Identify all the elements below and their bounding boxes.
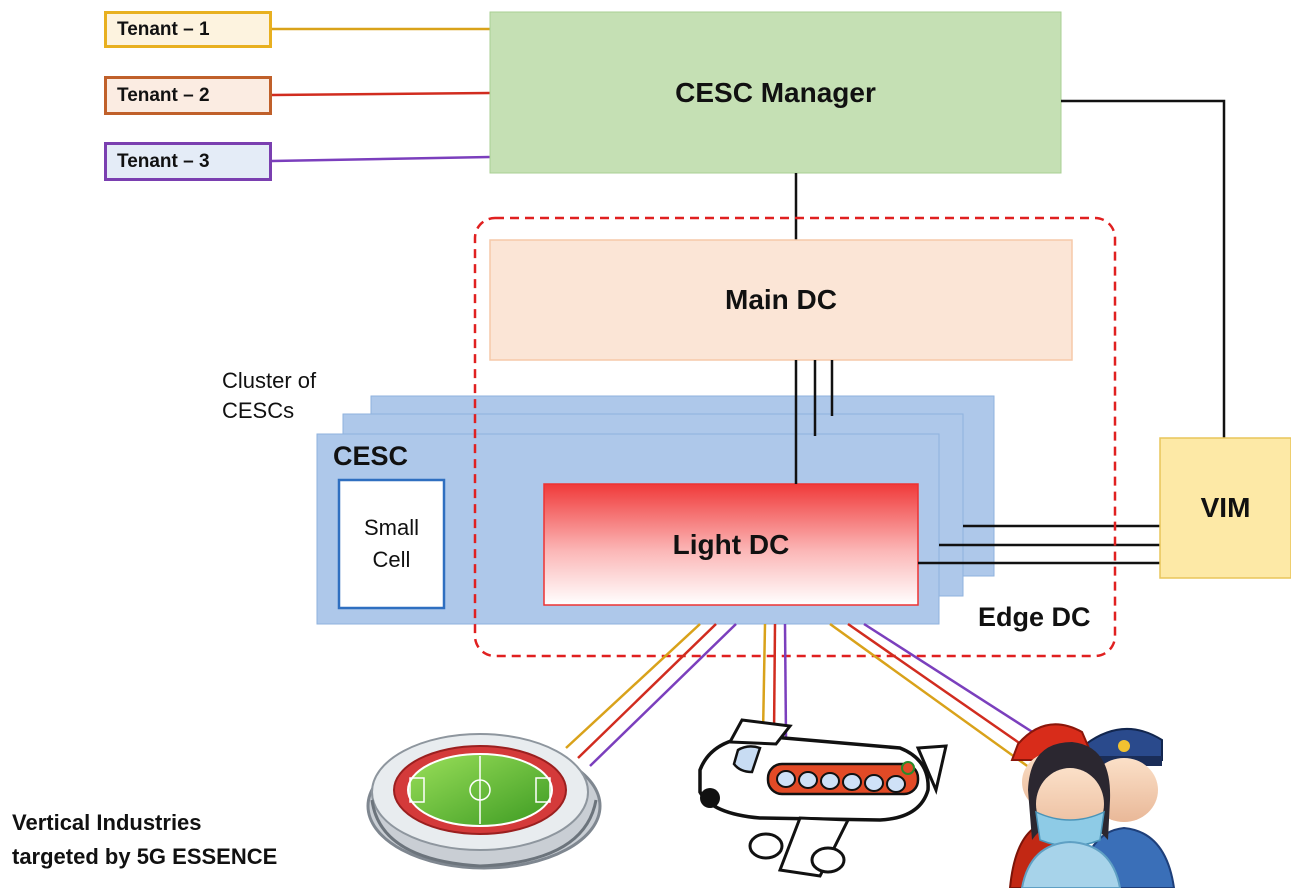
light-dc-label: Light DC (672, 528, 790, 560)
responders-link-purple (863, 622, 1049, 744)
tenant-1-label: Tenant – 1 (117, 18, 210, 40)
airplane-link-red (772, 623, 777, 737)
light-dc-box (543, 483, 919, 606)
responders-link-red (847, 622, 1039, 758)
tenant-3-link (271, 155, 491, 163)
cesc-label: CESC (333, 441, 409, 471)
stadium-link-red (577, 623, 717, 759)
cesc-manager-box (489, 11, 1062, 174)
airplane-link-yellow (761, 623, 767, 735)
tenant-2-box: Tenant – 2 (104, 76, 272, 115)
vim-label: VIM (1200, 492, 1251, 523)
stadium-link-yellow (565, 623, 701, 749)
cesc-manager-label: CESC Manager (675, 76, 876, 108)
tenant-3-label: Tenant – 3 (117, 150, 210, 172)
small-cell-box (337, 478, 446, 610)
edge-dc-boundary (473, 216, 1117, 658)
edge-dc-label: Edge DC (978, 602, 1091, 632)
manager-vim-link (1061, 99, 1226, 438)
small-cell-label: Small Cell (363, 515, 419, 572)
main-dc-label: Main DC (725, 284, 837, 315)
stadium-icon (366, 733, 602, 870)
stadium-link-purple (589, 623, 737, 767)
responders-link-yellow (829, 622, 1031, 770)
vim-box (1159, 437, 1291, 579)
tenant-2-label: Tenant – 2 (117, 84, 210, 106)
main-dc-box (489, 239, 1073, 361)
tenant-1-box: Tenant – 1 (104, 11, 272, 48)
airplane-link-purple (783, 623, 788, 739)
tenant-2-link (271, 91, 491, 97)
first-responders-icon (1008, 723, 1176, 888)
airplane-icon (698, 718, 948, 878)
verticals-caption: Vertical Industries targeted by 5G ESSEN… (12, 810, 278, 869)
tenant-3-box: Tenant – 3 (104, 142, 272, 181)
cluster-label: Cluster of CESCs (222, 368, 317, 423)
